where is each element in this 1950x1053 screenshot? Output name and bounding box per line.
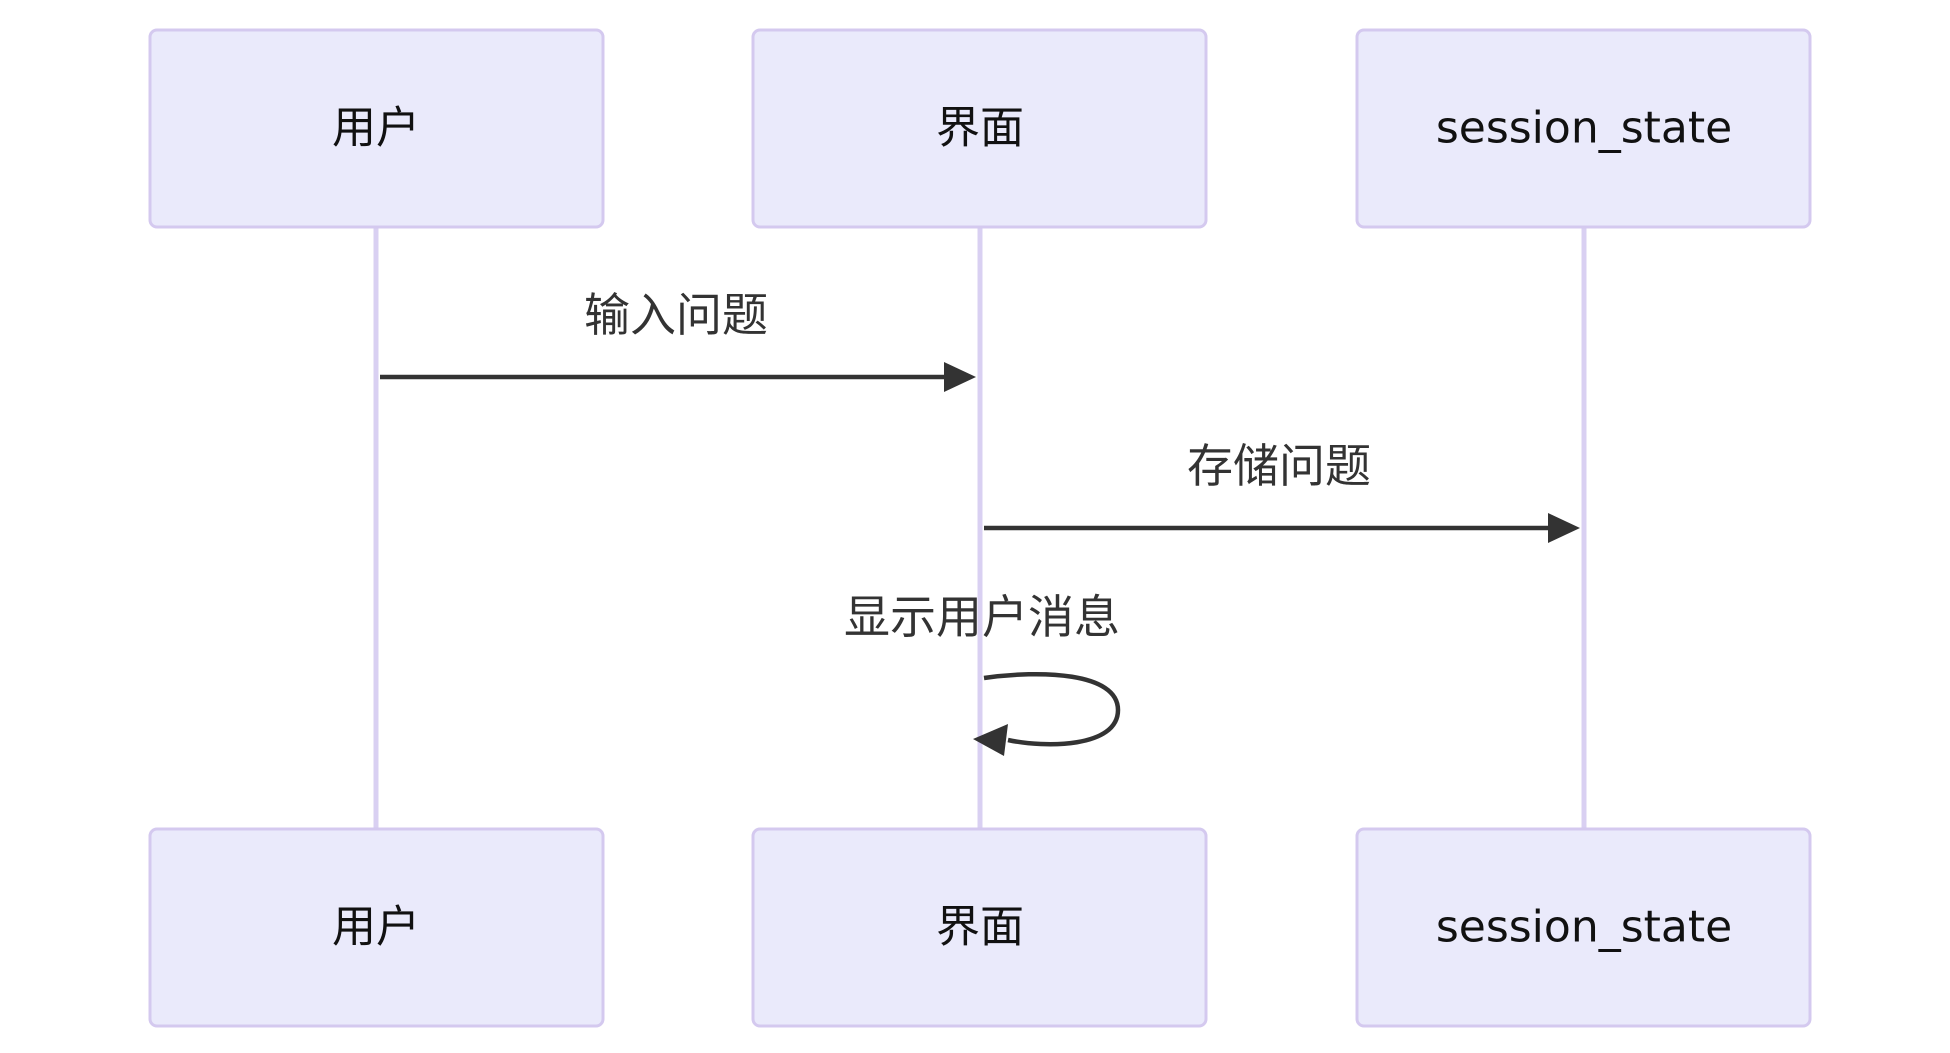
actor-top-user: 用户 [148,28,605,229]
actor-top-user-box [148,28,605,229]
actor-top-ui-box [751,28,1208,229]
message-store-question-arrowhead [1548,513,1580,543]
actor-top-session-state-box [1355,28,1812,229]
actor-bottom-user: 用户 [148,827,605,1028]
actor-bottom-ui: 界面 [751,827,1208,1028]
actor-bottom-session-state-label: session_state [1436,902,1732,953]
message-input-question-arrowhead [944,362,976,392]
actor-top-user-label: 用户 [332,103,420,154]
actor-bottom-session-state-box [1355,827,1812,1028]
actor-bottom-ui-box [751,827,1208,1028]
message-show-user-message-label: 显示用户消息 [844,590,1120,644]
actor-bottom-session-state: session_state [1355,827,1812,1028]
message-input-question: 输入问题 [380,288,976,392]
actor-bottom-user-box [148,827,605,1028]
actor-bottom-ui-label: 界面 [936,902,1024,953]
actor-bottom-user-label: 用户 [332,902,420,953]
message-show-user-message: 显示用户消息 [844,590,1121,756]
actor-top-session-state-label: session_state [1436,103,1732,154]
message-store-question: 存储问题 [984,439,1580,543]
message-input-question-label: 输入问题 [584,288,768,342]
message-show-user-message-arrowhead [973,724,1008,756]
message-store-question-label: 存储问题 [1187,439,1371,493]
actor-top-ui: 界面 [751,28,1208,229]
message-show-user-message-loop [983,671,1121,747]
actor-top-ui-label: 界面 [936,103,1024,154]
actor-top-session-state: session_state [1355,28,1812,229]
